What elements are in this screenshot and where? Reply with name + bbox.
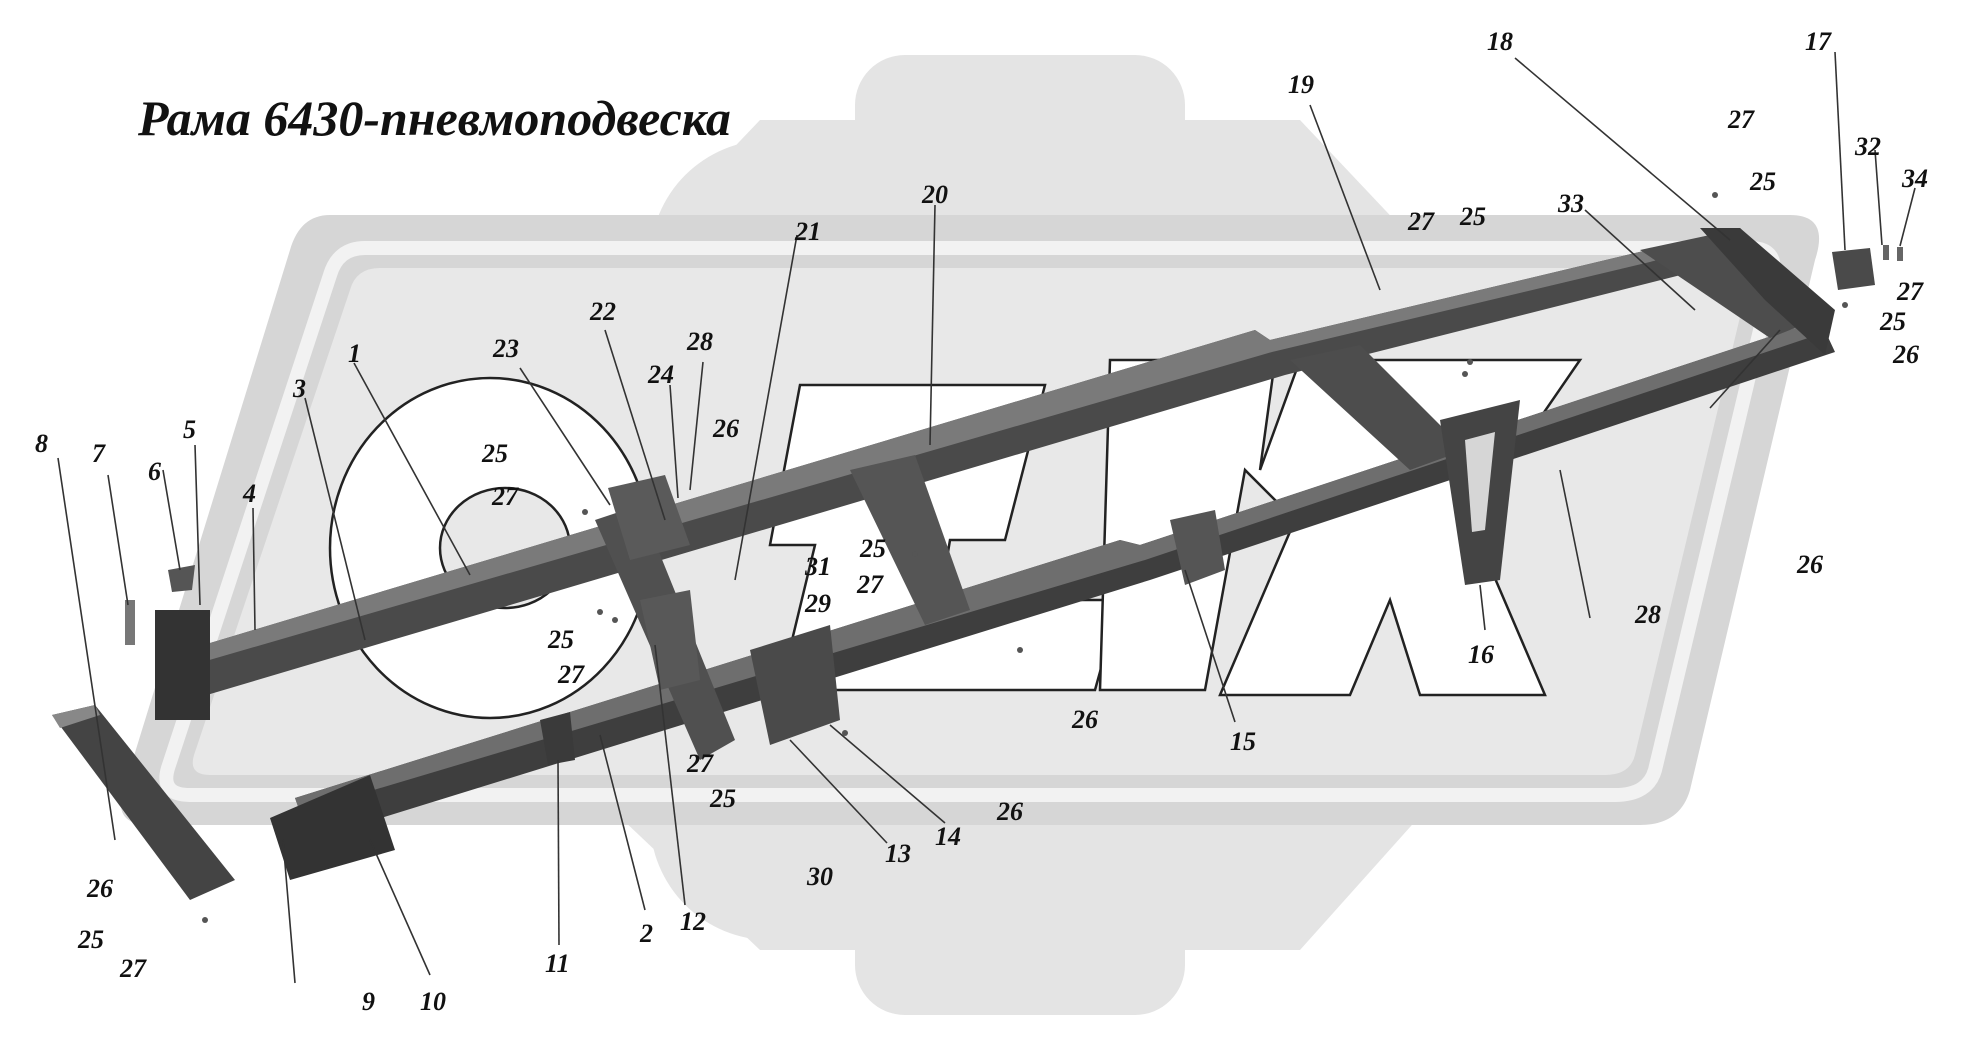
callout-22: 22: [589, 297, 616, 326]
callout-13: 13: [885, 839, 911, 868]
callout-8: 8: [35, 429, 48, 458]
front-right-bracket: [270, 775, 395, 880]
callout-2: 2: [639, 919, 653, 948]
callout-25h: 25: [1879, 307, 1906, 336]
part-34: [1897, 247, 1903, 261]
callout-20: 20: [921, 180, 948, 209]
callout-7: 7: [92, 439, 106, 468]
callout-26c: 26: [996, 797, 1023, 826]
callout-26d: 26: [86, 874, 113, 903]
callout-27b: 27: [557, 660, 585, 689]
callout-12: 12: [680, 907, 706, 936]
callout-27e: 27: [119, 954, 147, 983]
callout-29: 29: [804, 589, 831, 618]
callout-23: 23: [492, 334, 519, 363]
callout-25a: 25: [481, 439, 508, 468]
callout-34: 34: [1901, 164, 1928, 193]
callout-27c: 27: [856, 570, 884, 599]
callout-labels: 1 2 3 4 5 6 7 8 9 10 11 12 13 14 15 16 1…: [35, 27, 1928, 1016]
callout-24: 24: [647, 360, 674, 389]
callout-3: 3: [292, 374, 306, 403]
fastener-dots: [202, 192, 1848, 923]
callout-30: 30: [806, 862, 833, 891]
leader-lines: [57, 51, 1916, 984]
diagram-title: Рама 6430-пневмоподвеска: [137, 90, 731, 146]
hanger-14: [750, 625, 840, 745]
part-17: [1832, 248, 1875, 290]
callout-25e: 25: [77, 925, 104, 954]
callout-1: 1: [348, 339, 361, 368]
part-6: [168, 565, 195, 592]
callout-17: 17: [1805, 27, 1832, 56]
hanger-22: [608, 475, 690, 560]
part-32: [1883, 245, 1889, 260]
callout-9: 9: [362, 987, 375, 1016]
callout-21: 21: [794, 217, 821, 246]
callout-19: 19: [1288, 70, 1314, 99]
callout-27d: 27: [686, 749, 714, 778]
callout-11: 11: [545, 949, 570, 978]
left-side-rail: [170, 228, 1760, 700]
cross-member-rear-2: [1640, 235, 1815, 338]
callout-28a: 28: [686, 327, 713, 356]
front-left-bracket: [155, 610, 210, 720]
callout-27h: 27: [1896, 277, 1924, 306]
callout-25f: 25: [1459, 202, 1486, 231]
callout-33: 33: [1557, 189, 1584, 218]
callout-26f: 26: [1892, 340, 1919, 369]
callout-25g: 25: [1749, 167, 1776, 196]
callout-27g: 27: [1727, 105, 1755, 134]
callout-32: 32: [1854, 132, 1881, 161]
callout-26b: 26: [1071, 705, 1098, 734]
callout-26a: 26: [712, 414, 739, 443]
callout-10: 10: [420, 987, 446, 1016]
callout-14: 14: [935, 822, 961, 851]
callout-25b: 25: [547, 625, 574, 654]
rear-end-beam: [1700, 228, 1835, 355]
callout-15: 15: [1230, 727, 1256, 756]
callout-25d: 25: [709, 784, 736, 813]
truck-frame-illustration: [52, 228, 1903, 900]
part-7: [125, 600, 135, 645]
callout-6: 6: [148, 457, 161, 486]
callout-4: 4: [242, 479, 256, 508]
callout-16: 16: [1468, 640, 1494, 669]
bracket-15: [1170, 510, 1225, 585]
callout-31: 31: [804, 552, 831, 581]
front-bumper-bar: [52, 705, 235, 900]
hanger-12: [640, 590, 700, 690]
cross-member-mid: [850, 455, 970, 625]
callout-27f: 27: [1407, 207, 1435, 236]
callout-25c: 25: [859, 534, 886, 563]
callout-5: 5: [183, 415, 196, 444]
callout-26e: 26: [1796, 550, 1823, 579]
callout-28b: 28: [1634, 600, 1661, 629]
callout-18: 18: [1487, 27, 1513, 56]
bracket-11: [540, 712, 575, 765]
callout-27a: 27: [491, 482, 519, 511]
cross-member-rear-1: [1290, 345, 1465, 470]
